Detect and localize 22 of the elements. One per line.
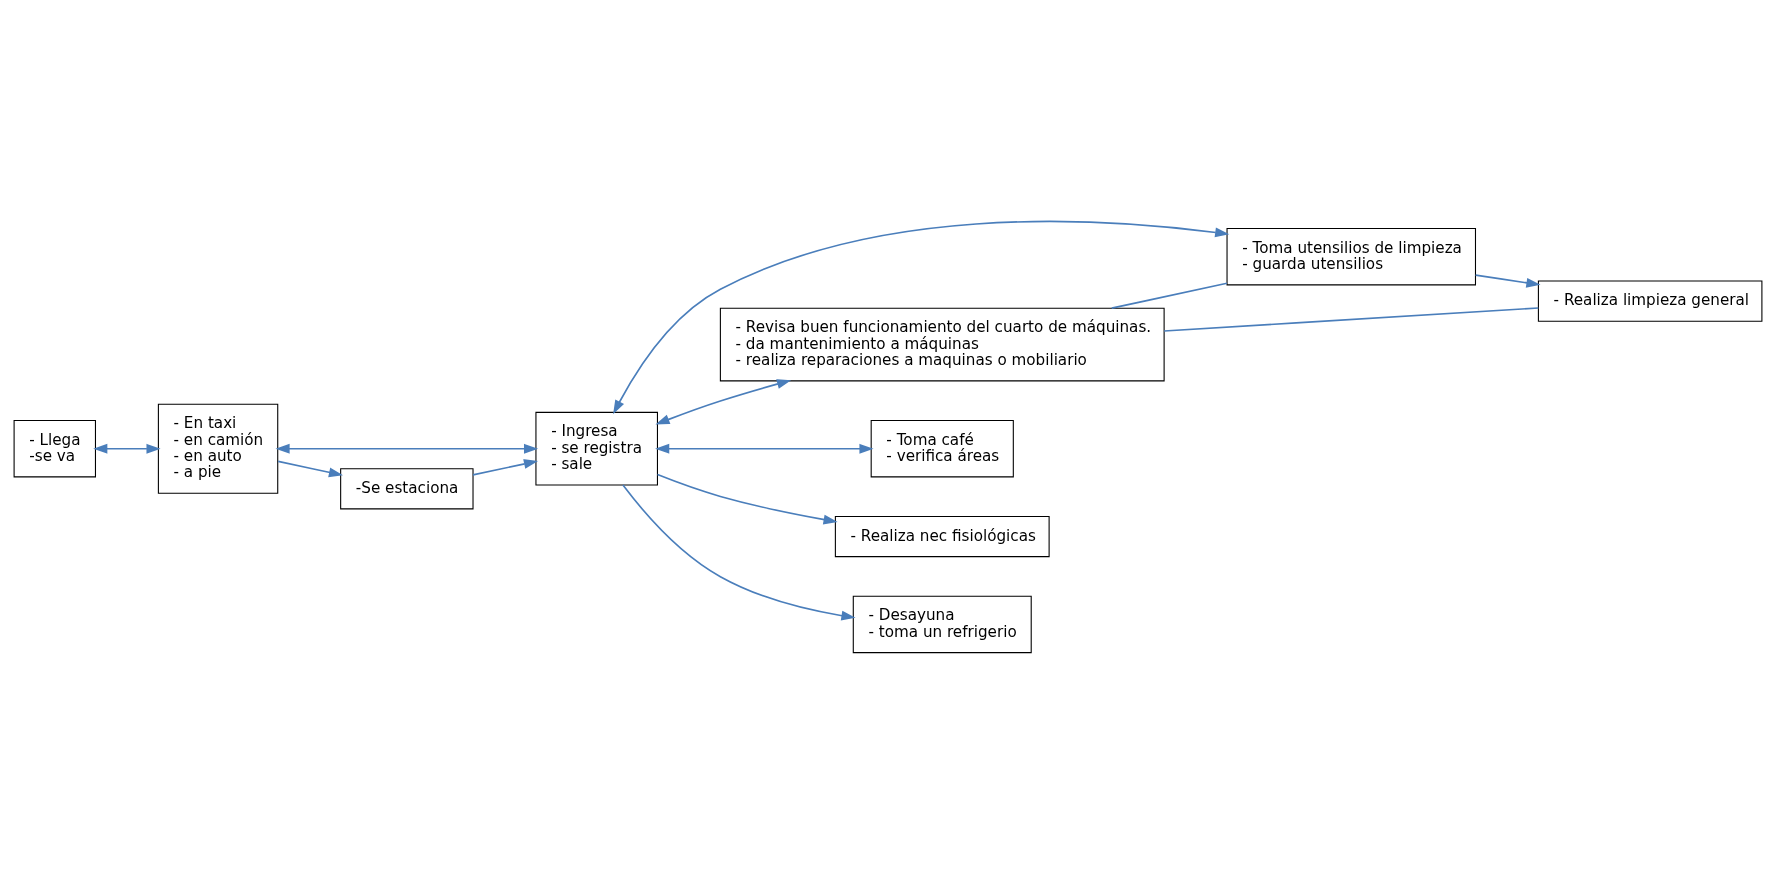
arrow: [277, 460, 344, 478]
node-box: - Realiza limpieza general: [1537, 280, 1763, 322]
node-box: - Llega -se va: [13, 419, 96, 478]
arrow: [93, 443, 161, 454]
node-box: - En taxi - en camión - en auto - a pie: [157, 403, 279, 494]
connector: [1110, 282, 1228, 309]
arrow: [1474, 274, 1541, 288]
arrow: [472, 459, 539, 476]
node-box: - Toma utensilios de limpieza - guarda utensilios: [1226, 227, 1476, 286]
node-box: - Toma café - verifica áreas: [870, 419, 1014, 478]
node-box: - Revisa buen funcionamiento del cuarto de máquinas. - da mantenimiento a máquinas - realiza reparaciones a maquinas o mobiliario: [719, 307, 1165, 382]
arrow: [656, 473, 838, 525]
arrow: [613, 220, 1230, 415]
node-box: - Realiza nec fisiológicas: [834, 515, 1050, 558]
arrow: [622, 484, 856, 621]
arrow: [655, 443, 874, 454]
connector: [1163, 307, 1540, 332]
node-box: -Se estaciona: [340, 468, 474, 510]
node-box: - Desayuna - toma un refrigerio: [852, 595, 1032, 654]
arrow: [275, 443, 539, 454]
arrow: [655, 379, 792, 425]
node-box: - Ingresa - se registra - sale: [535, 411, 658, 486]
